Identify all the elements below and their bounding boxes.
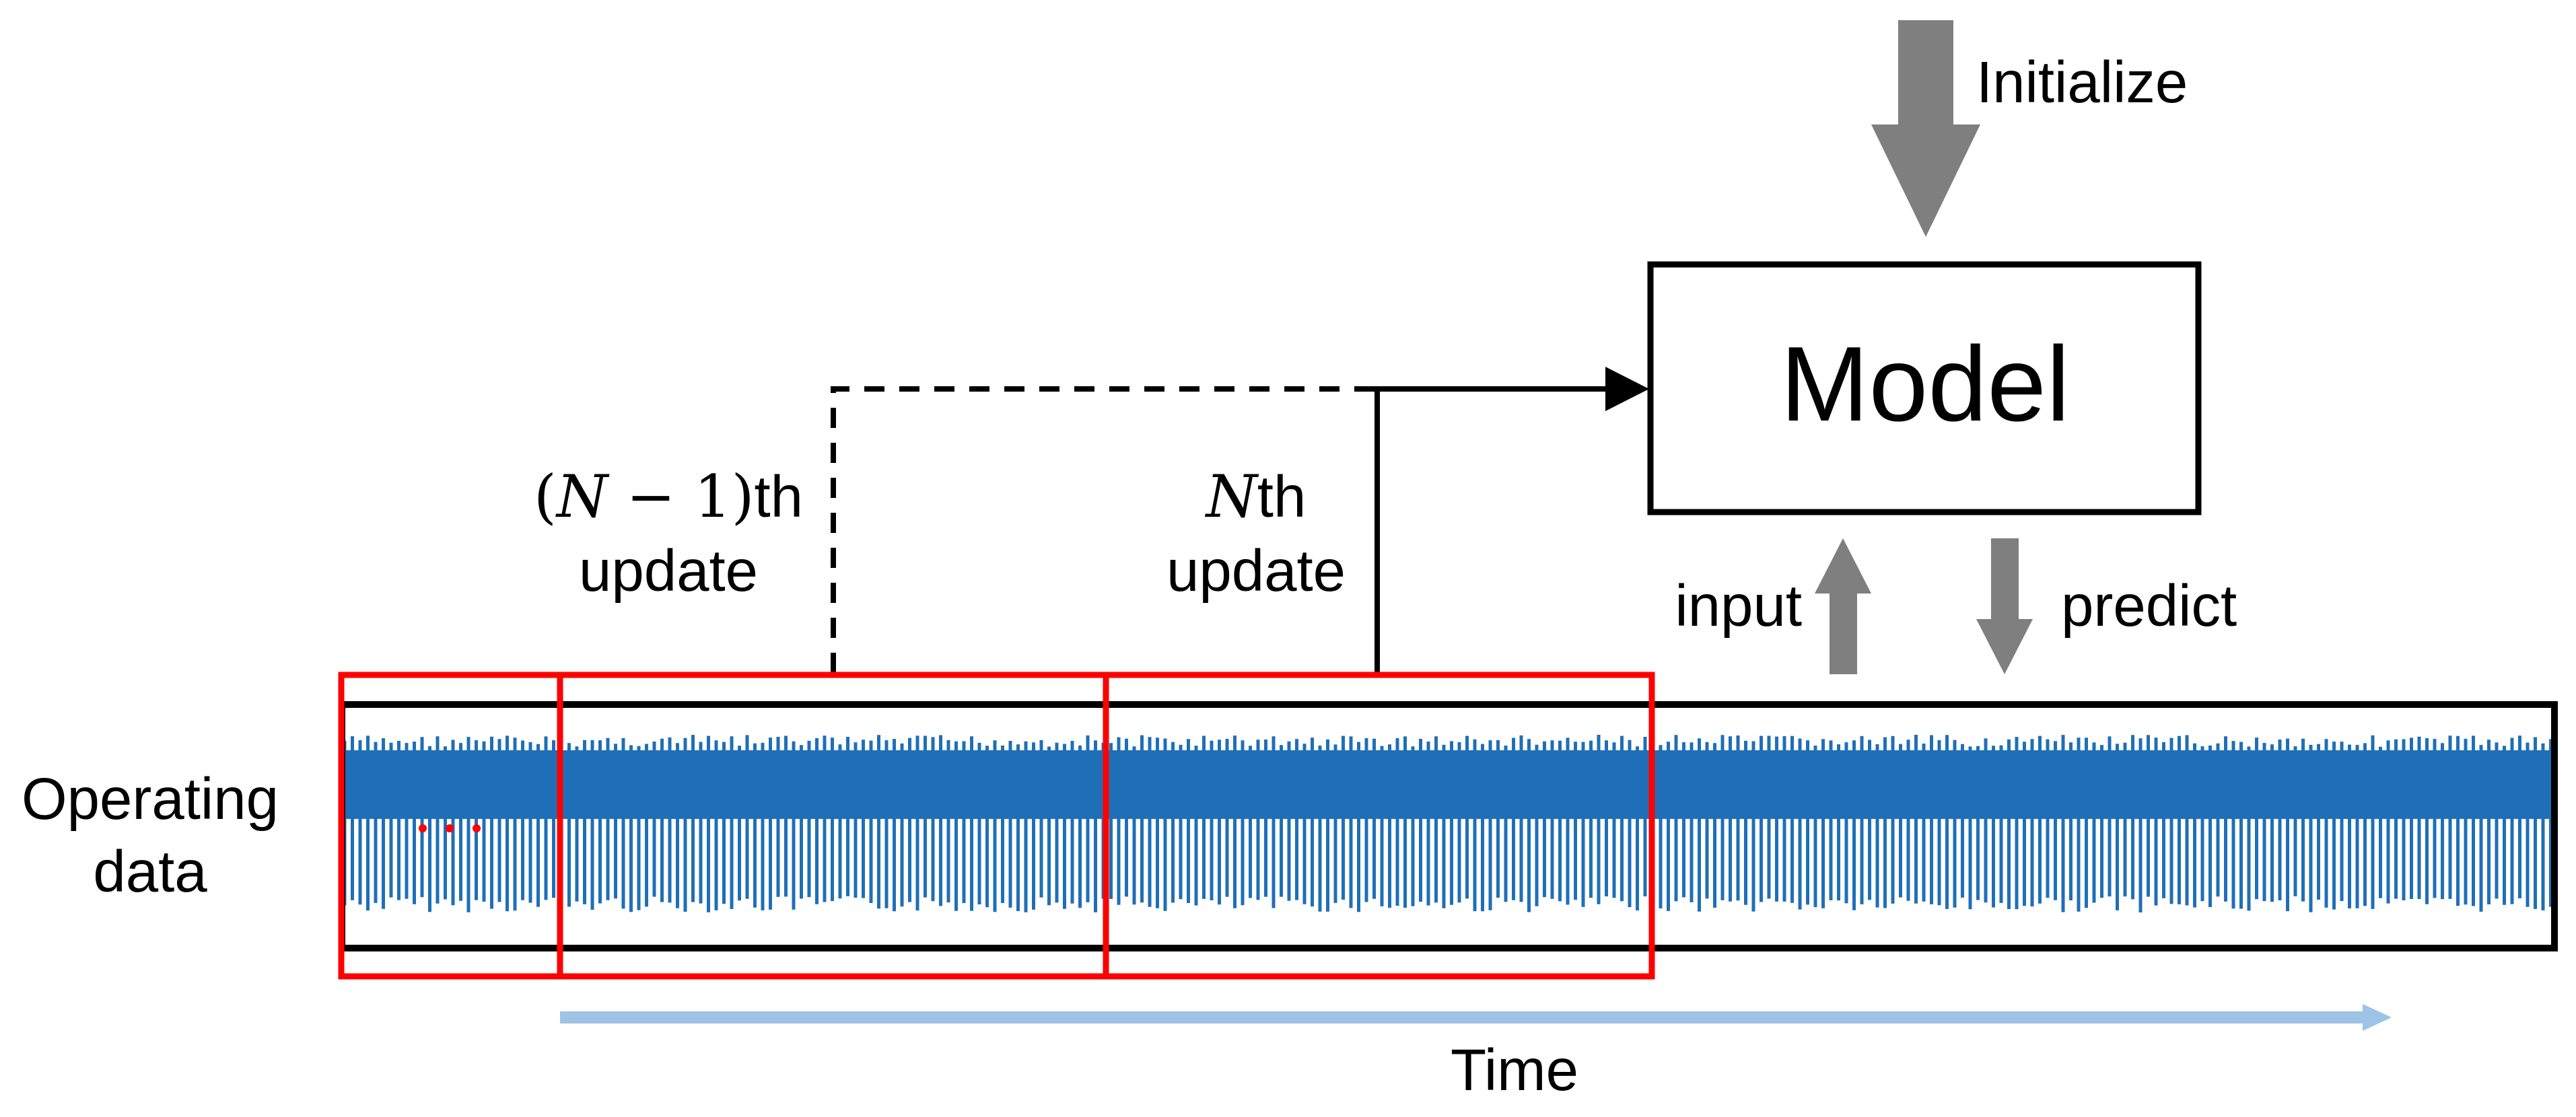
time-arrow [560,1004,2392,1031]
time-label: Time [1451,1038,1578,1103]
model-input-arrowhead [1605,367,1649,411]
input-label: input [1675,573,1802,639]
current-update-label-line2: update [1167,538,1346,604]
operating-data-frame [339,701,2558,951]
operating-data-label: Operating [22,766,279,832]
previous-update-path [831,386,1377,673]
operating-data-signal [343,735,2552,912]
model-box [1647,261,2202,515]
predict-label: predict [2061,573,2237,639]
current-update-path [1374,386,1605,673]
predict-arrow [1976,538,2033,674]
window-ellipsis [419,824,481,832]
current-update-label: Nth [1205,462,1307,531]
operating-data-label-line2: data [93,839,207,904]
initialize-arrow [1871,20,1980,237]
model-label: Model [1780,325,2070,443]
input-arrow [1815,538,1871,674]
previous-update-label: (N − 1)th [534,462,803,531]
previous-update-label-line2: update [579,538,758,604]
window-current [1103,672,1655,980]
initialize-label: Initialize [1976,50,2188,115]
